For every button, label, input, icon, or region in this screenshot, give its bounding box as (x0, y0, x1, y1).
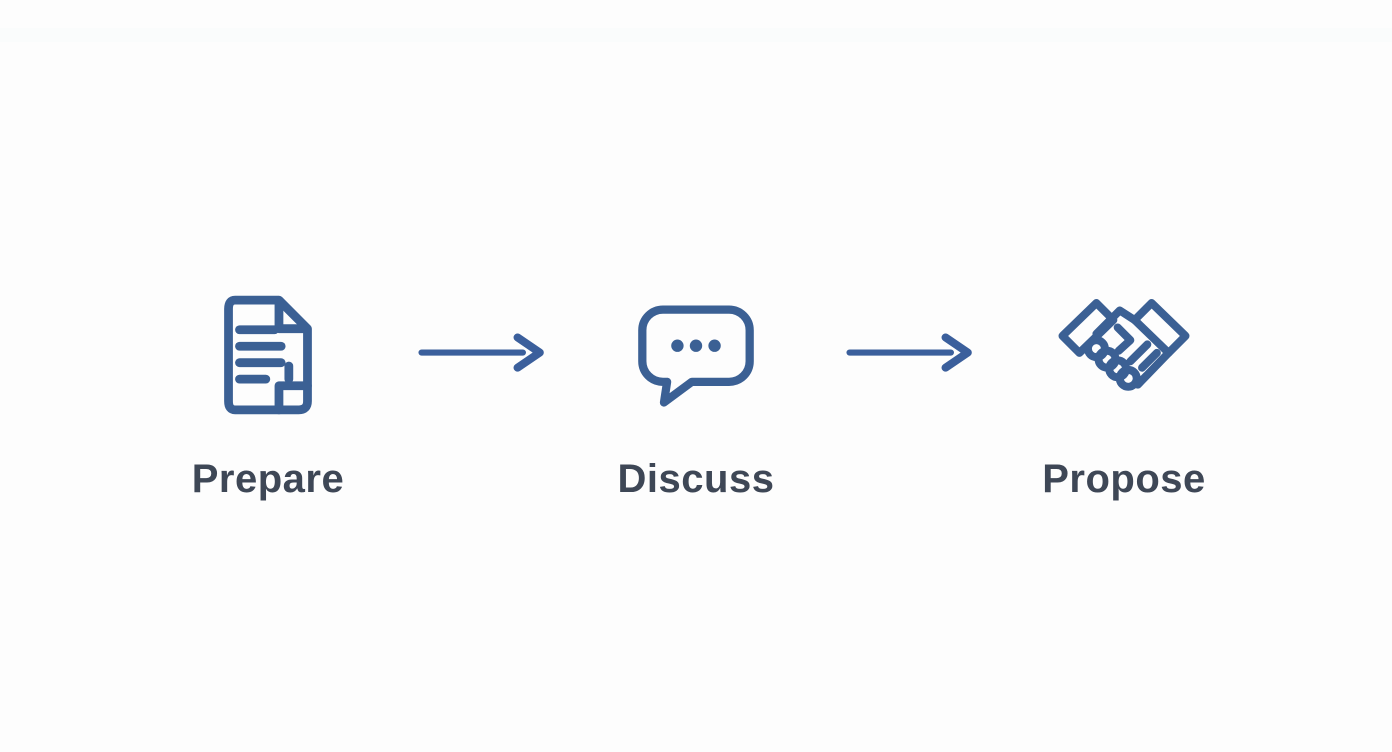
step-label-prepare: Prepare (191, 457, 345, 501)
arrow-right-icon (846, 333, 974, 372)
speech-bubble-icon (632, 285, 760, 425)
background-texture-band (0, 28, 1392, 42)
handshake-icon (1054, 285, 1194, 425)
document-icon (209, 285, 327, 425)
process-flow-diagram: Prepare Discuss (0, 285, 1392, 499)
arrow-right-icon (418, 333, 546, 372)
step-propose: Propose (974, 285, 1274, 499)
step-label-propose: Propose (1042, 457, 1206, 501)
step-prepare: Prepare (118, 285, 418, 499)
step-label-discuss: Discuss (617, 457, 775, 501)
step-discuss: Discuss (546, 285, 846, 499)
